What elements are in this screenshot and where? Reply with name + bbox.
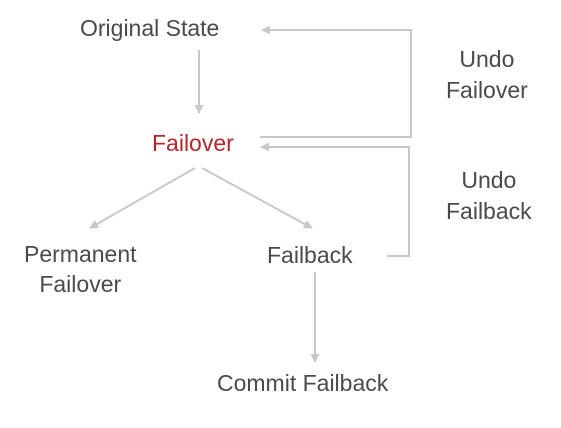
label-undo-failback: Undo Failback xyxy=(446,165,532,227)
node-failover: Failover xyxy=(152,130,234,156)
arrow-undo-failback xyxy=(260,142,410,257)
label-undo-failback-line1: Undo xyxy=(461,167,517,193)
node-permanent-failover-line2: Failover xyxy=(39,271,122,297)
arrow-failover-to-failback xyxy=(201,167,313,229)
label-undo-failover-line1: Undo xyxy=(459,46,515,72)
node-commit-failback: Commit Failback xyxy=(217,370,389,396)
label-undo-failover: Undo Failover xyxy=(446,44,528,106)
node-permanent-failover-line1: Permanent xyxy=(24,241,137,267)
arrow-failover-to-permanent xyxy=(89,167,196,229)
node-failback: Failback xyxy=(267,242,353,268)
arrow-undo-failover xyxy=(260,25,412,138)
node-original-state: Original State xyxy=(80,15,220,41)
label-undo-failback-line2: Failback xyxy=(446,198,532,224)
node-permanent-failover: Permanent Failover xyxy=(24,239,137,299)
label-undo-failover-line2: Failover xyxy=(446,77,528,103)
